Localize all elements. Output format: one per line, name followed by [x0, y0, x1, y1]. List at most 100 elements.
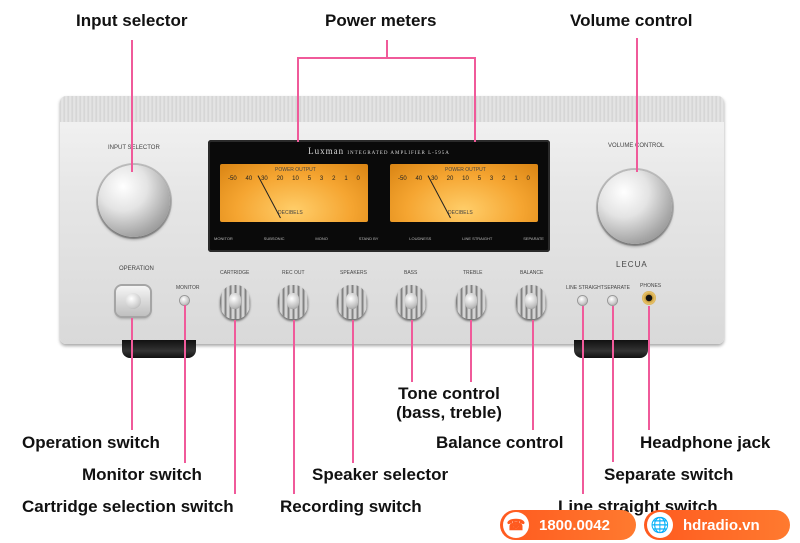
meter-scale-tick: -50	[398, 176, 407, 182]
phone-icon: ☎	[503, 512, 529, 538]
meter-indicator-label: LINE STRAIGHT	[462, 236, 493, 241]
meter-title-right: POWER OUTPUT	[445, 167, 486, 173]
callout-cartridge-selection-switch: Cartridge selection switch	[22, 497, 234, 516]
treble-knob[interactable]	[456, 285, 486, 319]
meter-scale-tick: 3	[489, 176, 494, 182]
separate-panel-label: SEPARATE	[604, 285, 630, 291]
meter-scale-tick: 40	[415, 176, 423, 182]
leader-line-recording	[293, 320, 295, 494]
meter-scale-tick: 30	[431, 176, 438, 182]
amplifier-foot-left	[122, 340, 196, 358]
meter-title-left: POWER OUTPUT	[275, 167, 316, 173]
meter-scale-tick: 1	[344, 176, 348, 182]
bass-panel-label: BASS	[404, 270, 418, 276]
power-meter-panel: Luxman INTEGRATED AMPLIFIER L-595A POWER…	[208, 140, 550, 252]
monitor-button[interactable]	[180, 296, 189, 305]
callout-separate-switch: Separate switch	[604, 465, 734, 484]
meter-scale-tick: 40	[245, 176, 253, 182]
callout-tone-control-line2: (bass, treble)	[396, 402, 502, 422]
meter-scale-tick: 5	[477, 176, 482, 182]
line-straight-panel-label: LINE STRAIGHT	[566, 285, 604, 291]
callout-tone-control-line1: Tone control	[398, 384, 500, 403]
lecua-label: LECUA	[616, 260, 648, 269]
leader-line-volume-control	[636, 38, 638, 172]
callout-volume-control: Volume control	[570, 11, 693, 30]
callout-balance-control: Balance control	[436, 433, 564, 452]
operation-button[interactable]	[116, 286, 150, 316]
leader-line-power-meter-right	[474, 58, 476, 142]
leader-line-treble	[470, 320, 472, 382]
line-straight-button[interactable]	[578, 296, 587, 305]
meter-indicator-label: STAND BY	[358, 236, 379, 241]
phones-panel-label: PHONES	[640, 283, 662, 289]
cartridge-selection-knob[interactable]	[220, 285, 250, 319]
bass-knob[interactable]	[396, 285, 426, 319]
meter-scale-tick: 0	[356, 176, 360, 182]
callout-speaker-selector: Speaker selector	[312, 465, 449, 484]
footer-phone-pill[interactable]: ☎ 1800.0042	[500, 510, 636, 540]
meter-scale-tick: -50	[228, 176, 237, 182]
leader-line-power-meter-bar	[297, 57, 476, 59]
balance-panel-label: BALANCE	[520, 270, 544, 276]
leader-line-line-straight	[582, 306, 584, 494]
meter-scale-tick: 2	[332, 176, 336, 182]
speakers-panel-label: SPEAKERS	[340, 270, 367, 276]
meter-scale-tick: 30	[261, 176, 268, 182]
balance-knob[interactable]	[516, 285, 546, 319]
leader-line-cartridge	[234, 320, 236, 494]
amplifier-top-panel	[60, 96, 724, 122]
meter-indicator-row: MONITOR SUBSONIC MONO STAND BY LOUDNESS LINE …	[214, 236, 544, 241]
meter-indicator-label: LOUDNESS	[409, 236, 432, 241]
callout-operation-switch: Operation switch	[22, 433, 160, 452]
volume-control-knob[interactable]	[598, 170, 672, 244]
meter-indicator-label: SEPARATE	[523, 236, 544, 241]
amplifier-foot-right	[574, 340, 648, 358]
leader-line-input-selector	[131, 40, 133, 172]
meter-scale-tick: 5	[307, 176, 312, 182]
callout-recording-switch: Recording switch	[280, 497, 422, 516]
leader-line-speaker-selector	[352, 320, 354, 463]
meter-scale-tick: 20	[276, 176, 284, 182]
leader-line-power-meter-stem	[386, 40, 388, 58]
footer-website: hdradio.vn	[683, 516, 760, 534]
leader-line-power-meter-left	[297, 58, 299, 142]
leader-line-balance	[532, 320, 534, 430]
leader-line-bass	[411, 320, 413, 382]
brand-logo: Luxman INTEGRATED AMPLIFIER L-595A	[308, 146, 450, 156]
meter-scale-tick: 10	[292, 176, 299, 182]
meter-unit-right: DECIBELS	[448, 210, 473, 216]
callout-headphone-jack: Headphone jack	[640, 433, 771, 452]
operation-panel-label: OPERATION	[119, 266, 154, 272]
meter-scale-tick: 10	[462, 176, 469, 182]
leader-line-operation-switch	[131, 318, 133, 430]
callout-power-meters: Power meters	[325, 11, 437, 30]
leader-line-headphone	[648, 306, 650, 430]
meter-scale-tick: 3	[319, 176, 324, 182]
treble-panel-label: TREBLE	[463, 270, 483, 276]
leader-line-separate	[612, 306, 614, 462]
separate-button[interactable]	[608, 296, 617, 305]
leader-line-monitor-switch	[184, 305, 186, 463]
meter-indicator-label: MONO	[315, 236, 328, 241]
globe-icon: 🌐	[647, 512, 673, 538]
callout-input-selector: Input selector	[76, 11, 188, 30]
input-selector-knob[interactable]	[98, 165, 170, 237]
footer-website-pill[interactable]: 🌐 hdradio.vn	[644, 510, 790, 540]
input-selector-panel-label: INPUT SELECTOR	[108, 145, 160, 151]
meter-unit-left: DECIBELS	[278, 210, 303, 216]
recording-knob[interactable]	[278, 285, 308, 319]
cartridge-panel-label: CARTRIDGE	[220, 270, 250, 276]
meter-scale-tick: 2	[502, 176, 506, 182]
meter-indicator-label: MONITOR	[214, 236, 233, 241]
meter-indicator-label: SUBSONIC	[263, 236, 285, 241]
callout-monitor-switch: Monitor switch	[82, 465, 202, 484]
meter-scale-tick: 20	[446, 176, 454, 182]
headphone-jack[interactable]	[642, 291, 656, 305]
speaker-selector-knob[interactable]	[337, 285, 367, 319]
meter-scale-tick: 0	[526, 176, 530, 182]
